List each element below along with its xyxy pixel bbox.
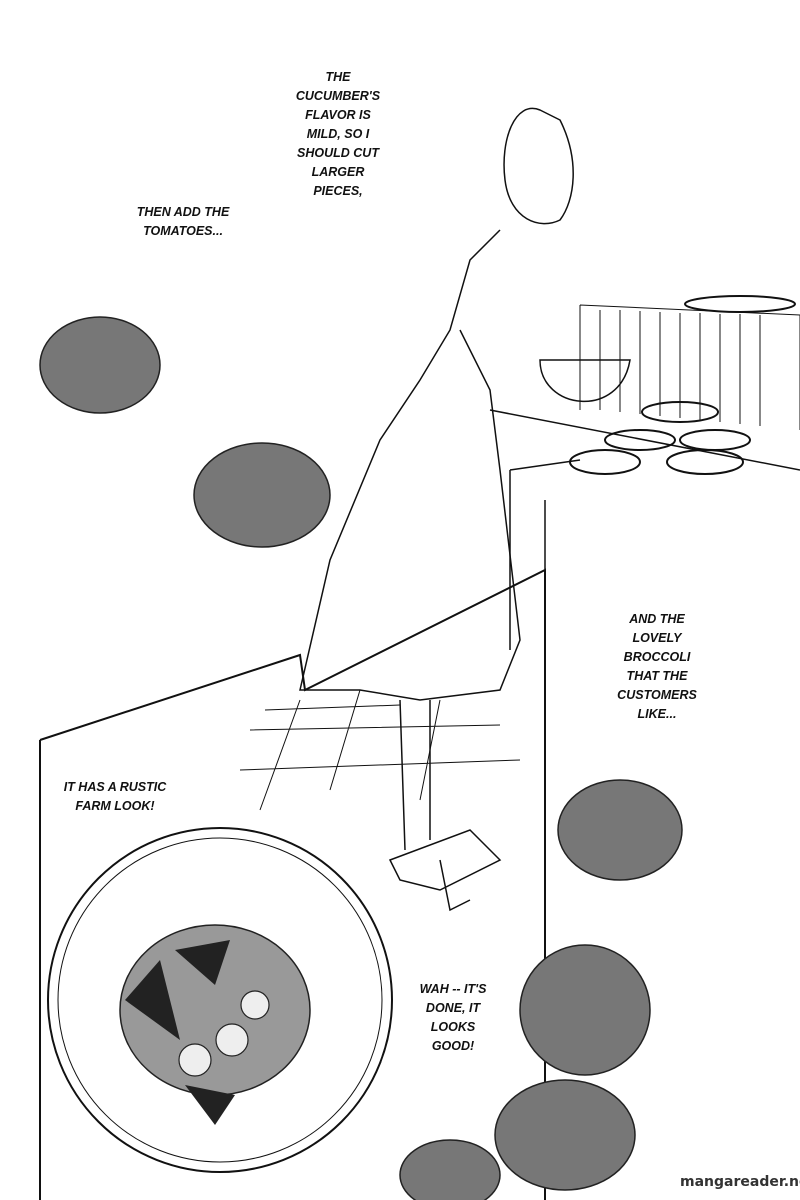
- bowl: [539, 359, 631, 402]
- woman-figure: [299, 107, 574, 912]
- speech-tomatoes: THEN ADD THE TOMATOES...: [137, 203, 230, 241]
- text-line: THEN ADD THE: [136, 205, 230, 219]
- text-line: LOVELY: [632, 631, 682, 645]
- cucumber-slice: [240, 990, 270, 1020]
- broccoli: [494, 1079, 636, 1191]
- eggplant: [175, 940, 230, 985]
- floor-tiles: [239, 689, 521, 811]
- cucumber-slice: [215, 1023, 249, 1057]
- text-line: TOMATOES...: [143, 224, 223, 238]
- text-line: PIECES,: [313, 184, 363, 198]
- text-line: FARM LOOK!: [75, 799, 155, 813]
- dish: [684, 295, 796, 313]
- dish: [641, 401, 719, 423]
- text-line: DONE, IT: [425, 1001, 481, 1015]
- speech-done: WAH -- IT'S DONE, IT LOOKS GOOD!: [420, 980, 487, 1056]
- cucumber-slice: [178, 1043, 212, 1077]
- text-line: CUCUMBER'S: [295, 89, 381, 103]
- text-line: CUSTOMERS: [617, 688, 697, 702]
- speech-broccoli: AND THE LOVELY BROCCOLI THAT THE CUSTOME…: [617, 610, 697, 724]
- broccoli: [557, 779, 683, 881]
- text-line: GOOD!: [431, 1039, 475, 1053]
- text-line: THE: [325, 70, 351, 84]
- dish: [604, 429, 676, 451]
- panel-border: [39, 568, 546, 1200]
- speech-rustic: IT HAS A RUSTIC FARM LOOK!: [64, 778, 167, 816]
- text-line: AND THE: [629, 612, 685, 626]
- text-line: LOOKS: [430, 1020, 476, 1034]
- tile-wall: [579, 304, 800, 430]
- broccoli: [193, 442, 331, 548]
- dish: [569, 449, 641, 475]
- salad-plate: [47, 827, 393, 1173]
- text-line: FLAVOR IS: [305, 108, 371, 122]
- broccoli: [519, 944, 651, 1076]
- eggplant: [185, 1085, 235, 1125]
- text-line: LIKE...: [637, 707, 677, 721]
- text-line: THAT THE: [626, 669, 688, 683]
- text-line: SHOULD CUT: [297, 146, 379, 160]
- eggplant: [125, 960, 180, 1040]
- salad-plate-rim: [57, 837, 383, 1163]
- dish: [666, 449, 744, 475]
- broccoli: [399, 1139, 501, 1200]
- dish: [679, 429, 751, 451]
- broccoli: [39, 316, 161, 414]
- text-line: IT HAS A RUSTIC: [63, 780, 167, 794]
- text-line: MILD, SO I: [306, 127, 370, 141]
- watermark: mangareader.net: [680, 1174, 800, 1190]
- text-line: BROCCOLI: [623, 650, 691, 664]
- counter: [489, 409, 800, 650]
- speech-cucumber: THE CUCUMBER'S FLAVOR IS MILD, SO I SHOU…: [296, 68, 380, 201]
- text-line: WAH -- IT'S: [419, 982, 487, 996]
- text-line: LARGER: [311, 165, 365, 179]
